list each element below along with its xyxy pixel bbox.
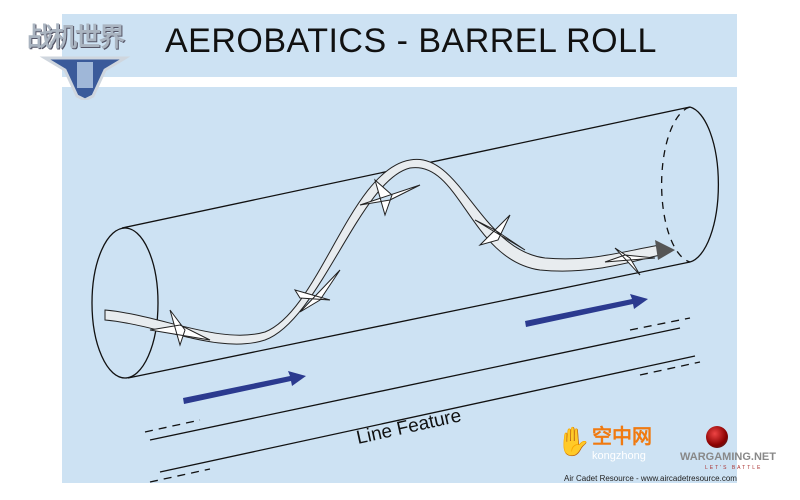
direction-arrow (183, 371, 306, 404)
logo-emblem-icon (39, 56, 131, 100)
runway-dashes (629, 317, 691, 331)
cylinder-right-hidden (661, 106, 691, 263)
hand-icon: ✋ (556, 426, 591, 457)
cylinder-right-end (689, 106, 719, 263)
runway-dashes (639, 361, 701, 376)
cylinder-bottom (127, 261, 691, 379)
aircraft-icon (293, 269, 341, 313)
runway-edge (159, 355, 696, 473)
runway-edge (149, 327, 681, 441)
header-panel (62, 14, 737, 77)
wargaming-emblem-icon (706, 426, 728, 448)
runway-dashes (144, 419, 201, 433)
runway-label: Line Feature (355, 405, 464, 449)
page-title: AEROBATICS - BARREL ROLL (165, 22, 657, 60)
kongzhong-en: kongzhong (592, 450, 646, 462)
diagram-panel (62, 87, 737, 483)
direction-arrow (525, 294, 648, 327)
wargaming-name: WARGAMING.NET (680, 451, 776, 463)
cylinder-left-end (91, 227, 159, 379)
kongzhong-cn: 空中网 (592, 426, 652, 448)
wargaming-tagline: LET'S BATTLE (705, 465, 763, 471)
aircraft-icon (474, 214, 526, 251)
logo-text: 战机世界 (27, 22, 125, 52)
flight-path-arrowhead (655, 240, 675, 260)
world-of-warplanes-logo: 战机世界 (25, 18, 145, 100)
runway-dashes (149, 468, 211, 483)
aircraft-icon (359, 178, 421, 217)
credit-text: Air Cadet Resource - www.aircadetresourc… (564, 474, 737, 483)
aircraft-icon (604, 247, 656, 276)
aircraft-icon (149, 309, 211, 347)
